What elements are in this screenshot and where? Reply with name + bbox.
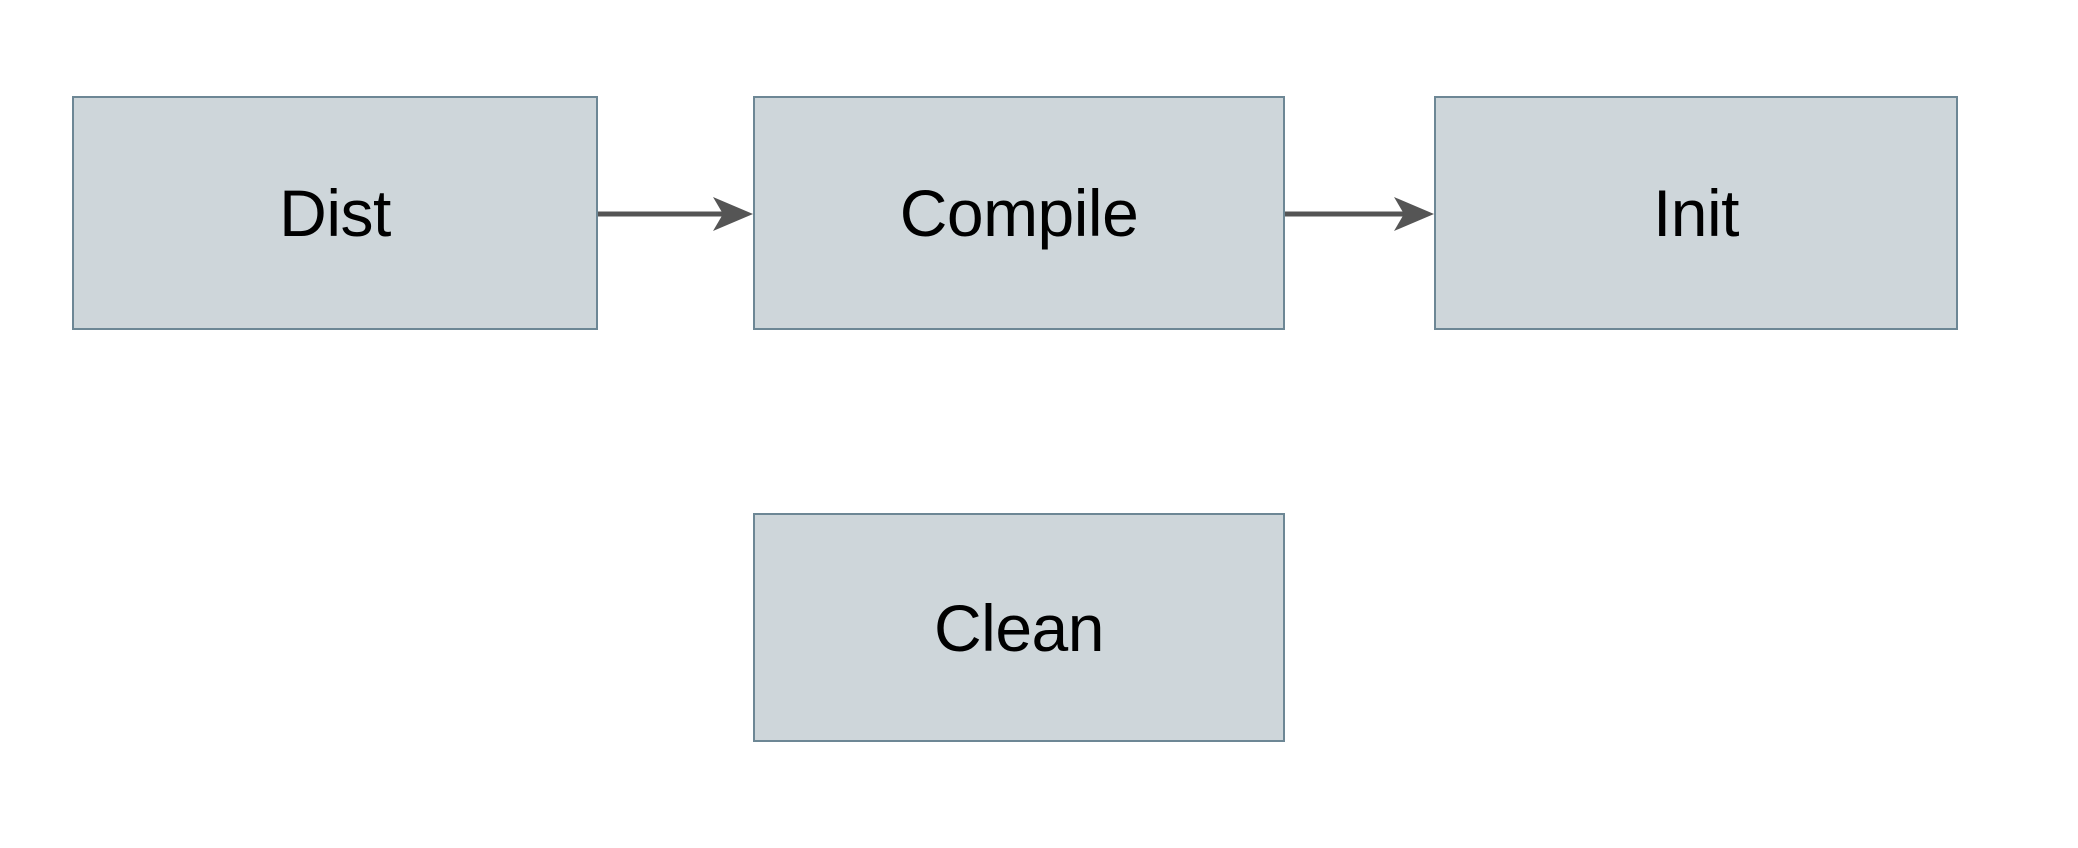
node-init-label: Init <box>1652 176 1740 250</box>
node-init[interactable]: Init <box>1434 96 1958 330</box>
node-dist-label: Dist <box>279 176 391 250</box>
arrowhead-icon <box>713 197 753 231</box>
node-compile[interactable]: Compile <box>753 96 1285 330</box>
edge-compile-to-init <box>1285 194 1434 234</box>
edge-dist-to-compile <box>598 194 753 234</box>
arrowhead-icon <box>1394 197 1434 231</box>
node-clean[interactable]: Clean <box>753 513 1285 742</box>
node-dist[interactable]: Dist <box>72 96 598 330</box>
node-clean-label: Clean <box>934 590 1104 665</box>
node-compile-label: Compile <box>899 176 1139 250</box>
